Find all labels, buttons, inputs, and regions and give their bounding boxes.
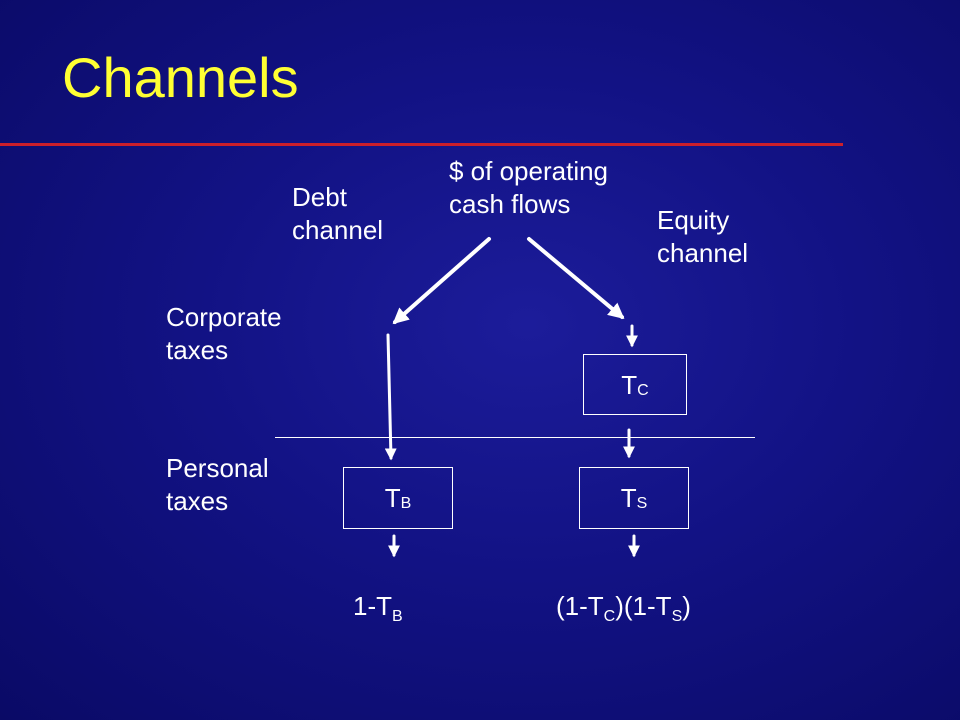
debt-result-part1: 1-T bbox=[353, 591, 392, 621]
corporate-taxes-line1: Corporate bbox=[166, 302, 282, 332]
source-label-line1: $ of operating bbox=[449, 156, 609, 186]
debt-channel-line1: Debt bbox=[292, 182, 347, 212]
personal-taxes-line1: Personal bbox=[166, 453, 269, 483]
tb-box-main: T bbox=[384, 483, 401, 513]
equity-channel-label: Equity channel bbox=[657, 204, 748, 270]
ts-box-main: T bbox=[620, 483, 637, 513]
debt-channel-arrow bbox=[392, 237, 491, 325]
source-label-line2: cash flows bbox=[449, 189, 571, 219]
personal-taxes-line2: taxes bbox=[166, 486, 229, 516]
tax-level-divider bbox=[275, 437, 755, 438]
equity-channel-line1: Equity bbox=[657, 205, 730, 235]
debt-channel-label: Debt channel bbox=[292, 181, 383, 247]
personal-taxes-label: Personal taxes bbox=[166, 452, 269, 518]
tc-box-sub: C bbox=[637, 381, 649, 399]
equity-result: (1-TC)(1-TS) bbox=[556, 590, 691, 627]
equity-channel-arrow bbox=[527, 237, 625, 320]
source-label: $ of operating cash flows bbox=[449, 155, 608, 221]
corporate-taxes-label: Corporate taxes bbox=[166, 301, 282, 367]
slide-title: Channels bbox=[62, 46, 299, 109]
equity-result-part3: ) bbox=[682, 591, 691, 621]
ts-box-sub: S bbox=[636, 495, 648, 512]
debt-channel-line2: channel bbox=[292, 215, 384, 245]
debt-result-sub1: B bbox=[392, 608, 403, 625]
title-underline bbox=[0, 143, 843, 146]
equity-result-part1: (1-T bbox=[556, 591, 604, 621]
debt-down-arrow bbox=[384, 333, 397, 461]
tc-box-main: T bbox=[621, 369, 638, 400]
equity-channel-line2: channel bbox=[657, 238, 749, 268]
equity-result-sub2: S bbox=[671, 608, 683, 625]
equity-result-sub1: C bbox=[603, 608, 616, 625]
corporate-taxes-line2: taxes bbox=[166, 335, 229, 365]
equity-result-part2: )(1-T bbox=[615, 591, 672, 621]
tb-box-sub: B bbox=[400, 495, 412, 512]
debt-result: 1-TB bbox=[353, 590, 403, 627]
